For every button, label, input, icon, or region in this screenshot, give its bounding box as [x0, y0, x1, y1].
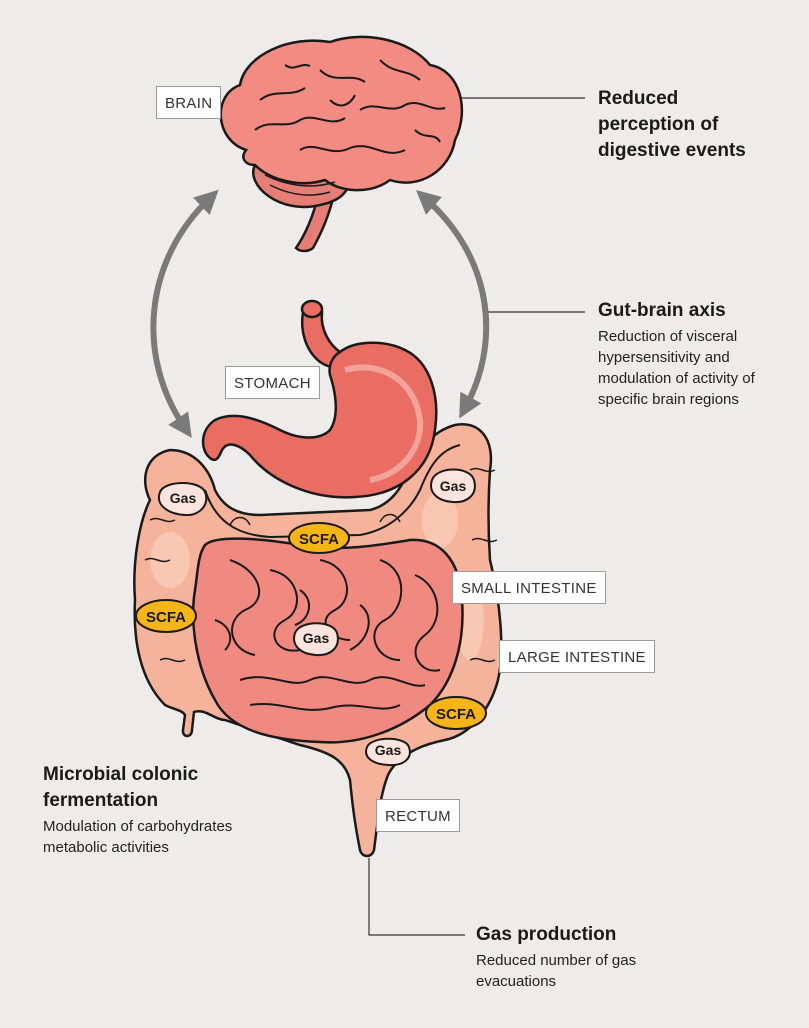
gas-marker: Gas [157, 482, 208, 517]
left-arrow [150, 189, 219, 438]
svg-text:Gas: Gas [440, 478, 467, 494]
rectum-label: RECTUM [376, 799, 460, 832]
stomach-label: STOMACH [225, 366, 320, 399]
scfa-marker: SCFA [425, 696, 487, 730]
small-intestine-label: SMALL INTESTINE [452, 571, 606, 604]
gas-production-title: Gas production [476, 924, 617, 945]
gut-brain-arrows [150, 189, 490, 438]
svg-text:SCFA: SCFA [436, 706, 476, 723]
svg-text:Gas: Gas [170, 490, 197, 506]
fermentation-text: Modulation of carbohydrates metabolic ac… [43, 818, 233, 856]
gut-brain-text: Reduction of visceral hypersensitivity a… [598, 328, 755, 408]
gas-marker: Gas [430, 468, 476, 504]
gut-brain-note: Gut-brain axis Reduction of visceral hyp… [598, 298, 798, 410]
fermentation-note: Microbial colonic fermentation Modulatio… [43, 762, 283, 858]
svg-text:SCFA: SCFA [146, 609, 186, 626]
brain-label: BRAIN [156, 86, 222, 119]
scfa-marker: SCFA [288, 522, 350, 554]
brain-effect-title: Reduced perception of digestive events [598, 88, 746, 161]
brain-illustration [219, 35, 464, 253]
svg-text:SCFA: SCFA [299, 531, 339, 548]
right-arrow [416, 190, 490, 419]
svg-text:Gas: Gas [303, 630, 330, 646]
gas-production-note: Gas production Reduced number of gas eva… [476, 922, 676, 992]
brain-effect-note: Reduced perception of digestive events [598, 86, 778, 164]
svg-text:Gas: Gas [375, 742, 402, 758]
stomach-illustration [201, 299, 438, 499]
gas-production-text: Reduced number of gas evacuations [476, 952, 637, 990]
fermentation-title: Microbial colonic fermentation [43, 764, 199, 811]
gas-production-leader-line [368, 858, 465, 936]
gas-marker: Gas [365, 737, 411, 767]
scfa-marker: SCFA [135, 599, 197, 633]
gut-brain-title: Gut-brain axis [598, 300, 726, 321]
large-intestine-label: LARGE INTESTINE [499, 640, 655, 673]
gas-marker: Gas [293, 622, 339, 657]
